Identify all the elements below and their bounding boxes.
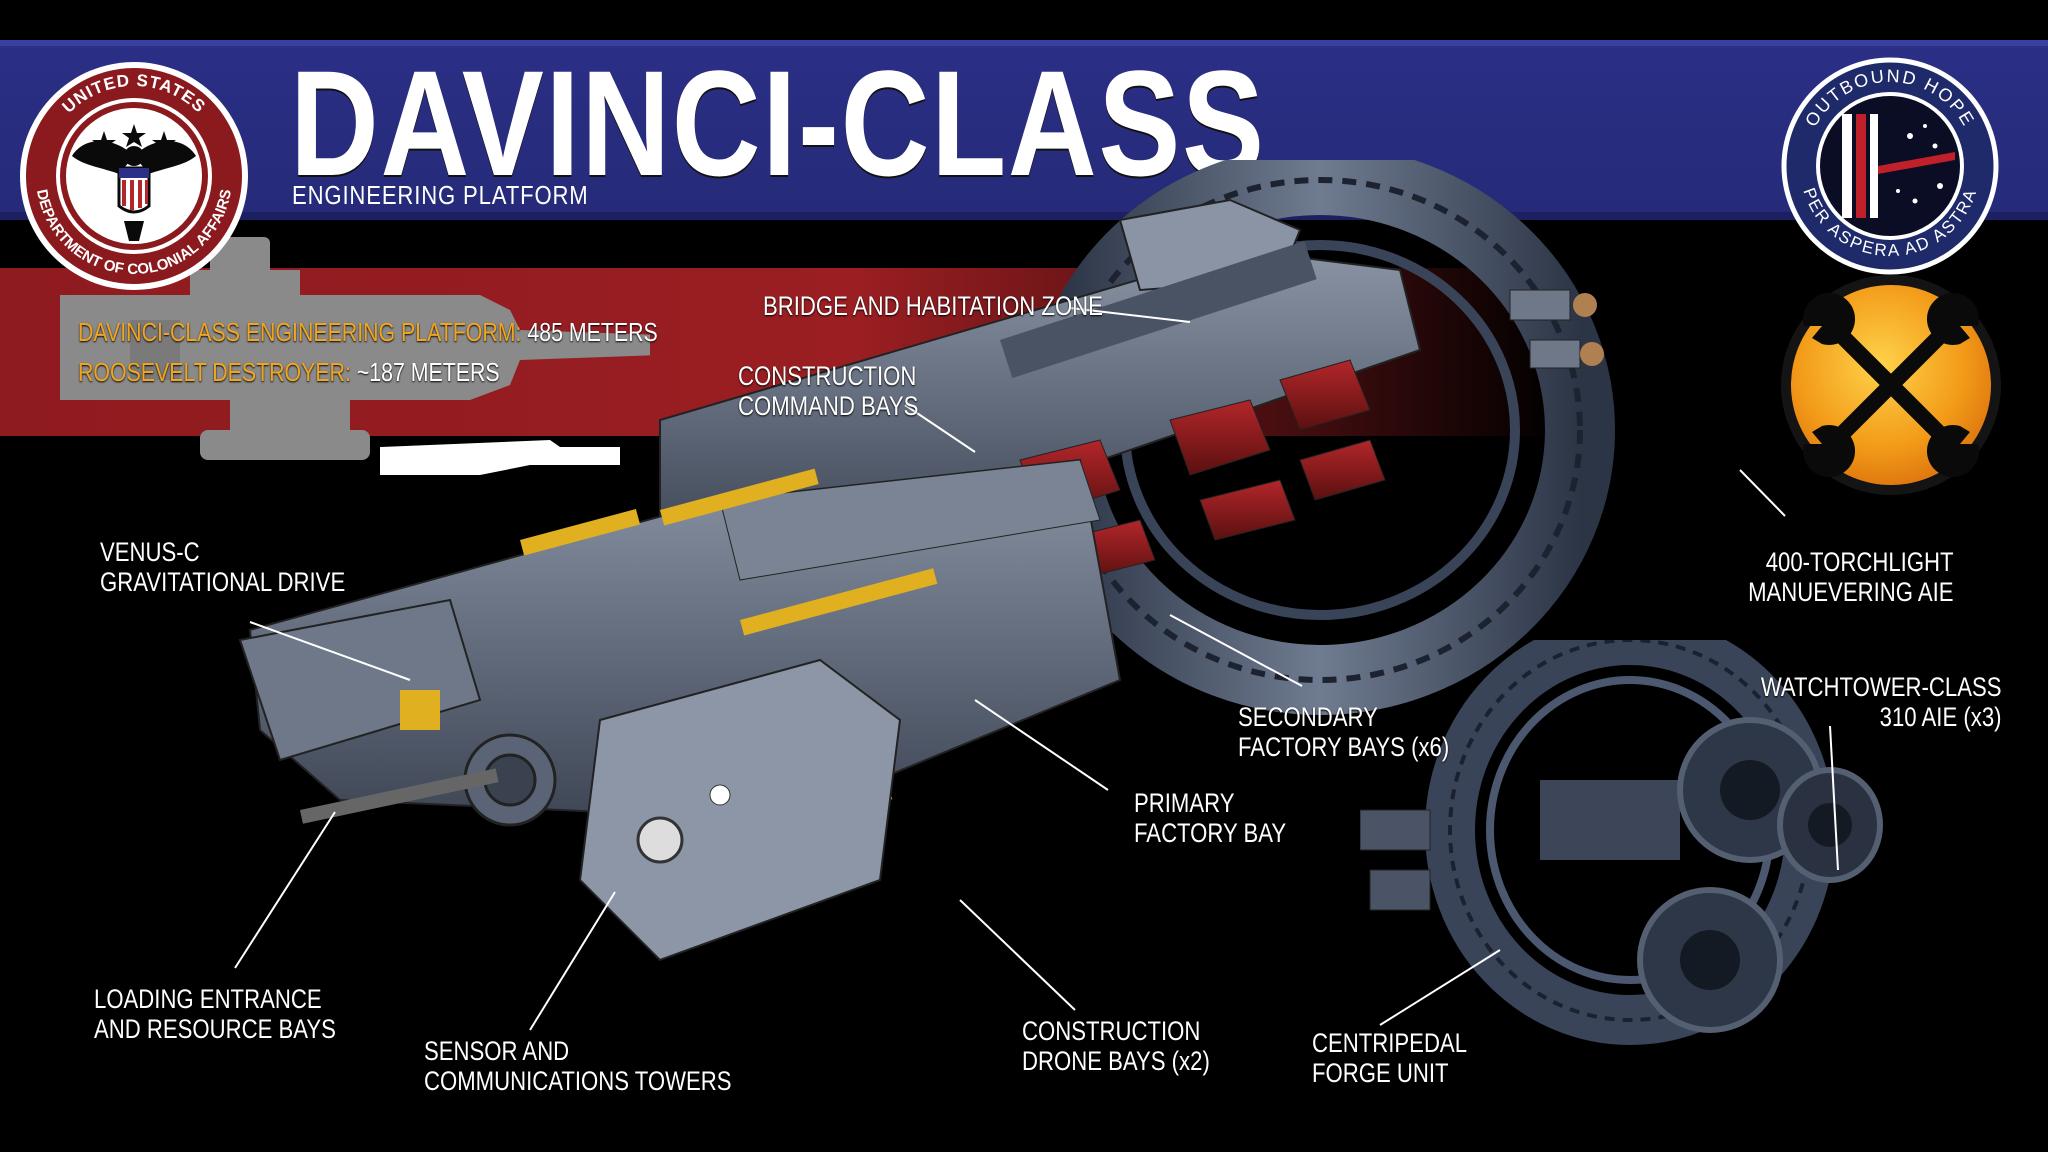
header-band-top-stripe bbox=[0, 40, 2048, 46]
callout-loading-entrance: LOADING ENTRANCE AND RESOURCE BAYS bbox=[94, 984, 336, 1044]
comparison-line-roosevelt: ROOSEVELT DESTROYER: ~187 METERS bbox=[78, 352, 658, 392]
callout-venus-drive-line1: VENUS-C bbox=[100, 537, 200, 567]
comparison-line-davinci: DAVINCI-CLASS ENGINEERING PLATFORM: 485 … bbox=[78, 312, 658, 352]
drone-bays bbox=[578, 658, 902, 962]
eagle-seal-icon: UNITED STATES DEPARTMENT OF COLONIAL AFF… bbox=[20, 62, 248, 290]
callout-drone-bays-line1: CONSTRUCTION bbox=[1022, 1016, 1201, 1046]
callout-watchtower-line1: WATCHTOWER-CLASS bbox=[1761, 672, 2002, 702]
patch-stars-icon bbox=[1896, 124, 1943, 204]
callout-secondary-bays-line1: SECONDARY bbox=[1238, 702, 1378, 732]
callout-torchlight-line1: 400-TORCHLIGHT bbox=[1766, 547, 1954, 577]
callout-venus-drive-line2: GRAVITATIONAL DRIVE bbox=[100, 567, 346, 597]
callout-command-bays-line2: COMMAND BAYS bbox=[738, 391, 919, 421]
callout-primary-bay-line2: FACTORY BAY bbox=[1134, 818, 1287, 848]
page-title: DAVINCI-CLASS bbox=[290, 39, 1266, 207]
comparison-value-roosevelt: ~187 METERS bbox=[350, 357, 500, 387]
header-band-bottom-stripe bbox=[0, 212, 2048, 220]
callout-watchtower: WATCHTOWER-CLASS 310 AIE (x3) bbox=[1761, 672, 2002, 732]
mission-patch-icon: OUTBOUND HOPE PER ASPERA AD ASTRA bbox=[1781, 57, 1999, 275]
comparison-key-roosevelt: ROOSEVELT DESTROYER: bbox=[78, 357, 351, 387]
callout-forge-unit-line2: FORGE UNIT bbox=[1312, 1058, 1449, 1088]
callout-command-bays: CONSTRUCTION COMMAND BAYS bbox=[738, 361, 918, 421]
callout-torchlight-line2: MANUEVERING AIE bbox=[1748, 577, 1954, 607]
callout-sensor-towers: SENSOR AND COMMUNICATIONS TOWERS bbox=[424, 1036, 732, 1096]
callout-sensor-towers-line1: SENSOR AND bbox=[424, 1036, 570, 1066]
callout-sensor-towers-line2: COMMUNICATIONS TOWERS bbox=[424, 1066, 732, 1096]
callout-venus-drive: VENUS-C GRAVITATIONAL DRIVE bbox=[100, 537, 345, 597]
stars-icon bbox=[92, 124, 176, 154]
callout-torchlight: 400-TORCHLIGHT MANUEVERING AIE bbox=[1749, 547, 1954, 607]
callout-watchtower-line2: 310 AIE (x3) bbox=[1880, 702, 2002, 732]
callout-secondary-bays: SECONDARY FACTORY BAYS (x6) bbox=[1238, 702, 1449, 762]
callout-forge-unit-line1: CENTRIPEDAL bbox=[1312, 1028, 1468, 1058]
crossed-wrenches-icon bbox=[1781, 275, 2001, 495]
callout-primary-bay: PRIMARY FACTORY BAY bbox=[1134, 788, 1286, 848]
size-comparison-text: DAVINCI-CLASS ENGINEERING PLATFORM: 485 … bbox=[78, 312, 658, 392]
callout-command-bays-line1: CONSTRUCTION bbox=[738, 361, 917, 391]
forge-engine-render bbox=[1360, 640, 1883, 1045]
size-comparison-silhouette bbox=[60, 237, 650, 475]
callout-primary-bay-line1: PRIMARY bbox=[1134, 788, 1235, 818]
callout-forge-unit: CENTRIPEDAL FORGE UNIT bbox=[1312, 1028, 1467, 1088]
davinci-ship-render bbox=[238, 160, 1615, 962]
callout-drone-bays-line2: DRONE BAYS (x2) bbox=[1022, 1046, 1210, 1076]
torchlight-thrusters bbox=[1509, 289, 1604, 369]
comparison-value-davinci: 485 METERS bbox=[521, 317, 658, 347]
stripes-icon bbox=[1842, 114, 1955, 218]
roosevelt-silhouette bbox=[380, 440, 620, 475]
sensor-towers bbox=[299, 733, 557, 827]
callout-loading-entrance-line2: AND RESOURCE BAYS bbox=[94, 1014, 336, 1044]
eagle-icon bbox=[72, 141, 196, 241]
header-band bbox=[0, 40, 2048, 220]
page-subtitle: ENGINEERING PLATFORM bbox=[292, 180, 589, 210]
watchtower-engines bbox=[1540, 717, 1883, 1033]
callout-loading-entrance-line1: LOADING ENTRANCE bbox=[94, 984, 322, 1014]
callout-secondary-bays-line2: FACTORY BAYS (x6) bbox=[1238, 732, 1450, 762]
comparison-key-davinci: DAVINCI-CLASS ENGINEERING PLATFORM: bbox=[78, 317, 522, 347]
shield-icon bbox=[117, 166, 151, 214]
davinci-silhouette bbox=[60, 237, 650, 460]
callout-drone-bays: CONSTRUCTION DRONE BAYS (x2) bbox=[1022, 1016, 1210, 1076]
callout-bridge: BRIDGE AND HABITATION ZONE bbox=[763, 291, 1103, 321]
forge-side-thrusters bbox=[1360, 809, 1431, 911]
